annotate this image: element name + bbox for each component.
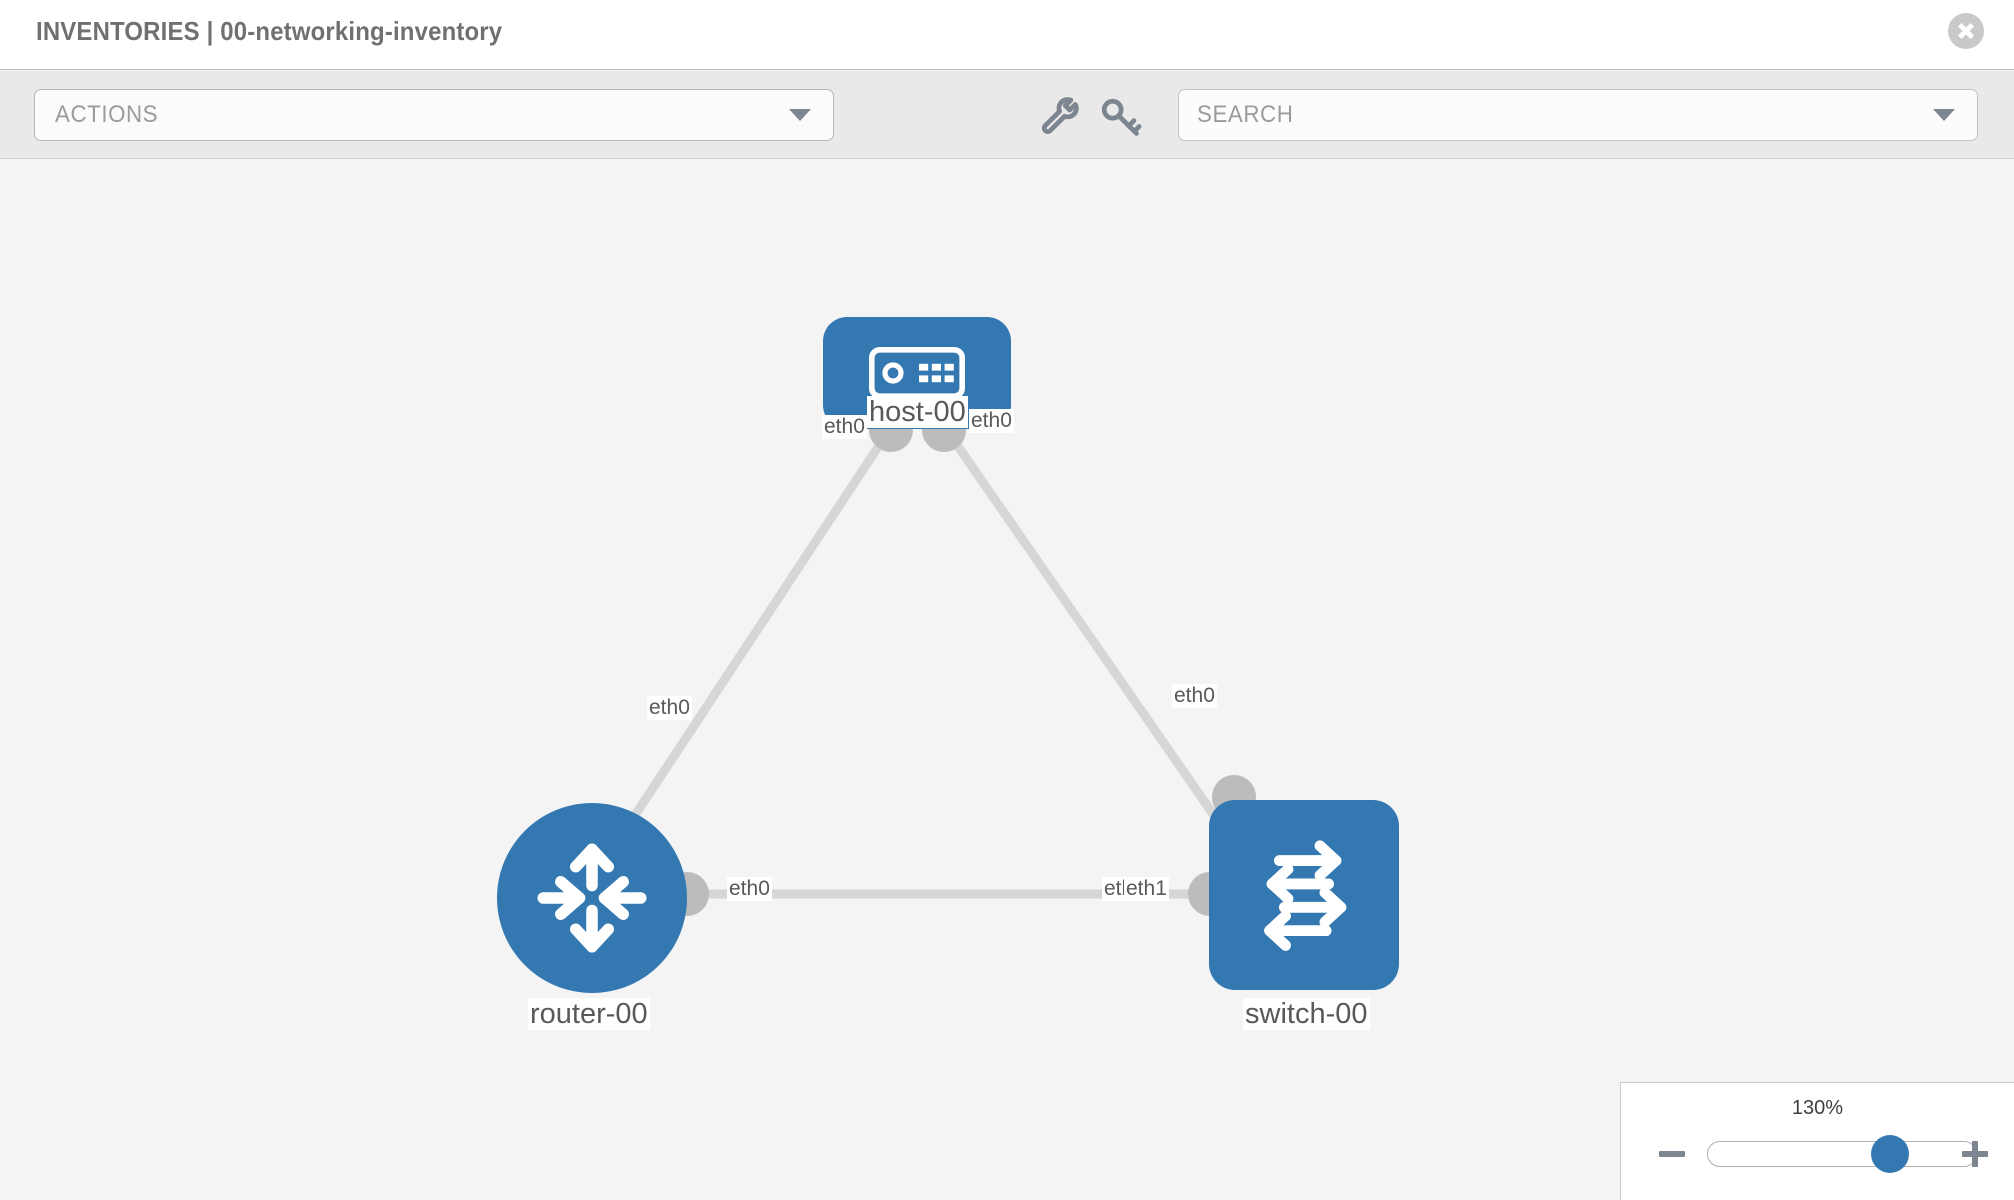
node-label-host-00: host-00 [867, 396, 968, 429]
node-switch-00[interactable] [1209, 800, 1399, 990]
topology-canvas[interactable]: host-00 router-00 switch-00 eth0 eth0 et… [0, 160, 2014, 1200]
router-arrows-icon [537, 843, 647, 953]
interface-label-switch-up: eth0 [1172, 684, 1217, 709]
close-icon[interactable] [1948, 13, 1984, 49]
chevron-down-icon [789, 109, 811, 121]
zoom-slider-track[interactable] [1707, 1135, 1977, 1173]
actions-dropdown-label: ACTIONS [55, 101, 159, 128]
search-input[interactable]: SEARCH [1178, 89, 1978, 141]
interface-label-router-right: eth0 [727, 877, 772, 902]
interface-label-host-right: eth0 [969, 409, 1014, 434]
zoom-control-panel: 130% [1620, 1082, 2014, 1200]
edge-host-switch [944, 429, 1242, 853]
node-label-switch-00: switch-00 [1243, 998, 1370, 1031]
actions-dropdown[interactable]: ACTIONS [34, 89, 834, 141]
server-device-icon [869, 347, 965, 399]
interface-label-router-up: eth0 [647, 696, 692, 721]
zoom-out-button[interactable] [1657, 1139, 1687, 1169]
topology-edges [608, 429, 1242, 899]
toolbar-icon-group [1040, 89, 1170, 141]
interface-label-host-left: eth0 [822, 415, 867, 440]
node-router-00[interactable] [497, 803, 687, 993]
chevron-down-icon [1933, 109, 1955, 121]
zoom-slider-thumb[interactable] [1871, 1135, 1910, 1173]
page-title: INVENTORIES | 00-networking-inventory [36, 16, 503, 46]
toolbar: ACTIONS SEARCH [0, 71, 2014, 159]
zoom-in-button[interactable] [1960, 1139, 1990, 1169]
edge-host-router [608, 429, 892, 853]
key-icon[interactable] [1098, 95, 1142, 139]
wrench-icon[interactable] [1040, 95, 1084, 139]
search-placeholder: SEARCH [1197, 101, 1294, 128]
interface-label-switch-left-b: eth1 [1124, 877, 1169, 902]
zoom-percent-label: 130% [1791, 1097, 1844, 1119]
switch-arrows-icon [1264, 840, 1347, 951]
page-header: INVENTORIES | 00-networking-inventory [0, 0, 2014, 70]
node-label-router-00: router-00 [528, 998, 650, 1031]
